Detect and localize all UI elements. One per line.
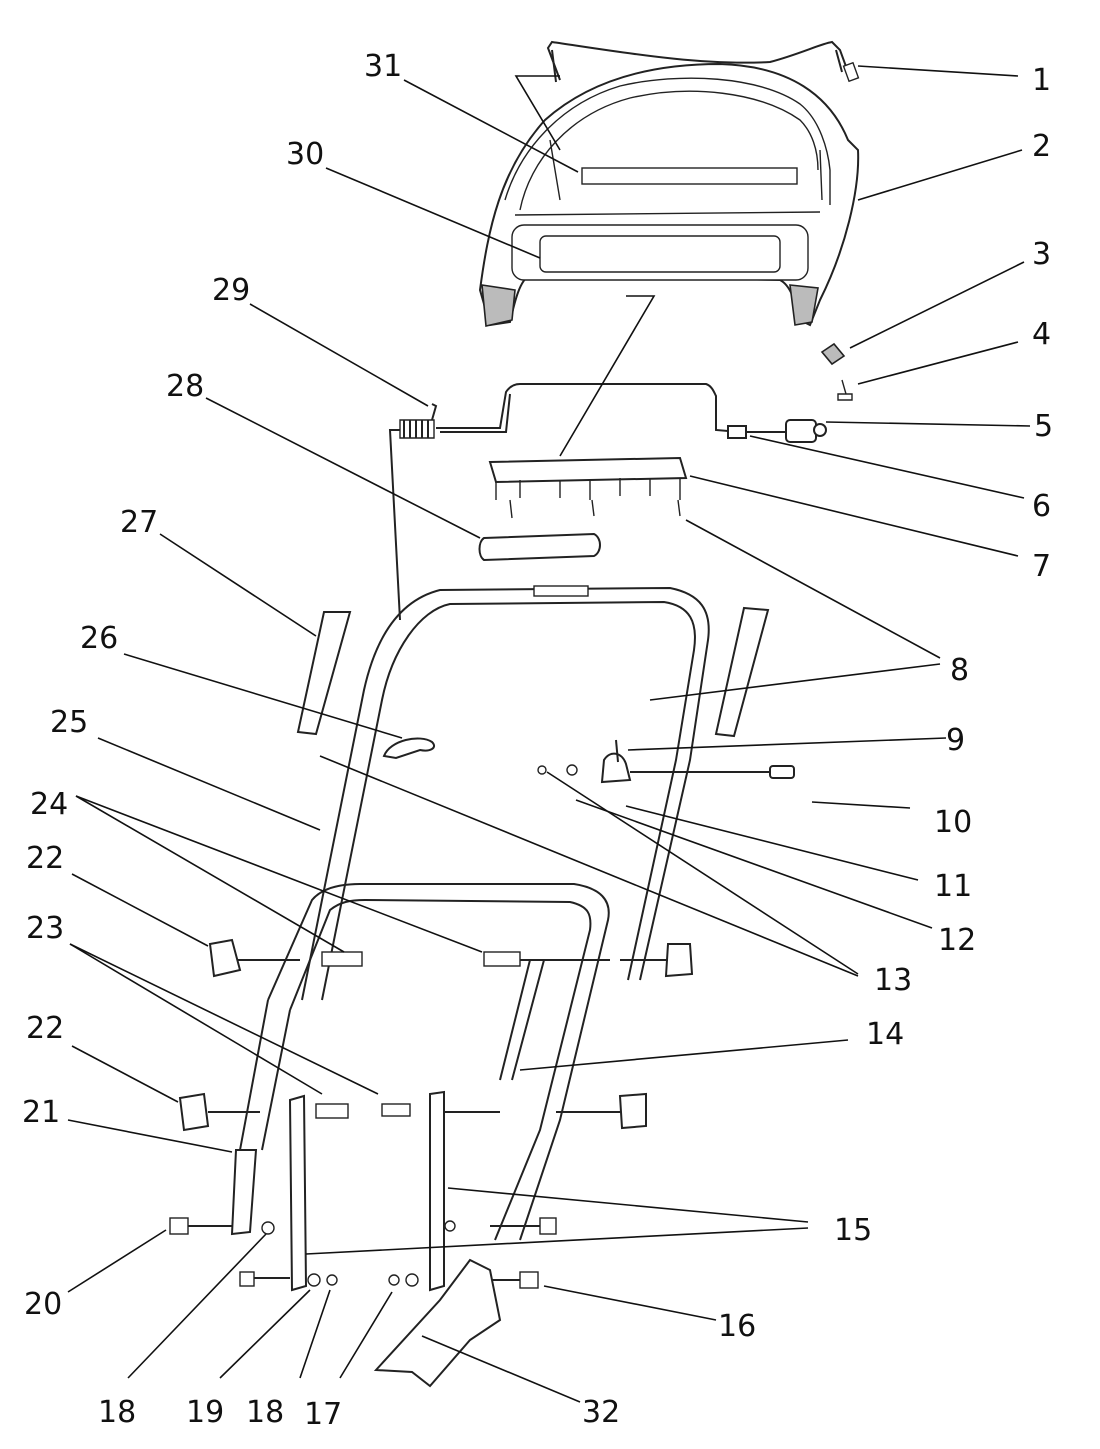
callout-11: 11 [934, 869, 972, 904]
callout-32: 32 [582, 1395, 620, 1430]
mounting-bracket-lower [373, 1258, 502, 1388]
handle-knob-lower-left [178, 1092, 210, 1132]
callout-30: 30 [286, 137, 324, 172]
callout-24: 24 [30, 787, 68, 822]
callout-2: 2 [1032, 129, 1051, 164]
screw-small [837, 379, 853, 401]
hardware-small [169, 1217, 557, 1289]
handle-knob-upper-left [208, 938, 242, 978]
control-bail-wire [546, 40, 849, 81]
spring [388, 403, 438, 621]
callout-7: 7 [1032, 549, 1051, 584]
upper-handle [301, 585, 710, 1001]
callout-29: 29 [212, 273, 250, 308]
handle-knob-lower-right [618, 1092, 647, 1130]
callout-25: 25 [50, 705, 88, 740]
cable-support-bracket [488, 456, 688, 519]
callout-23: 23 [26, 911, 64, 946]
callout-28: 28 [166, 369, 204, 404]
callout-20: 20 [24, 1287, 62, 1322]
callout-18b: 18 [246, 1395, 284, 1430]
callout-19: 19 [186, 1395, 224, 1430]
callout-22a: 22 [26, 841, 64, 876]
decal [581, 167, 798, 185]
callout-12: 12 [938, 923, 976, 958]
cable-guide [537, 739, 795, 784]
callout-17: 17 [304, 1397, 342, 1432]
callout-26: 26 [80, 621, 118, 656]
handle-cover-right [714, 606, 770, 738]
handle-link-right [429, 1090, 445, 1292]
handle-knob-upper-right [664, 943, 694, 978]
callout-15: 15 [834, 1213, 872, 1248]
callout-1: 1 [1032, 63, 1051, 98]
pivot-bracket-left [230, 1149, 258, 1236]
callout-18a: 18 [98, 1395, 136, 1430]
callout-21: 21 [22, 1095, 60, 1130]
callout-6: 6 [1032, 489, 1051, 524]
callout-numbers: 1 2 3 4 5 6 7 8 9 10 11 12 13 14 15 16 1… [22, 49, 1053, 1432]
callout-9: 9 [946, 723, 965, 758]
leader-lines [67, 65, 1031, 1403]
handle-link-left [288, 1094, 308, 1292]
callout-4: 4 [1032, 317, 1051, 352]
callout-14: 14 [866, 1017, 904, 1052]
callout-16: 16 [718, 1309, 756, 1344]
lower-handle [239, 883, 610, 1241]
handle-grip [478, 532, 601, 562]
callout-22b: 22 [26, 1011, 64, 1046]
callout-31: 31 [364, 49, 402, 84]
control-panel-housing [478, 62, 860, 327]
callout-8: 8 [950, 653, 969, 688]
part-drawings [169, 40, 860, 1388]
callout-27: 27 [120, 505, 158, 540]
cable-clip [382, 737, 436, 760]
clip [820, 342, 846, 366]
handle-bolts [208, 951, 668, 1119]
control-cable [436, 383, 827, 443]
handle-cover-left [296, 611, 352, 736]
callout-3: 3 [1032, 237, 1051, 272]
callout-10: 10 [934, 805, 972, 840]
callout-13: 13 [874, 963, 912, 998]
callout-5: 5 [1034, 409, 1053, 444]
